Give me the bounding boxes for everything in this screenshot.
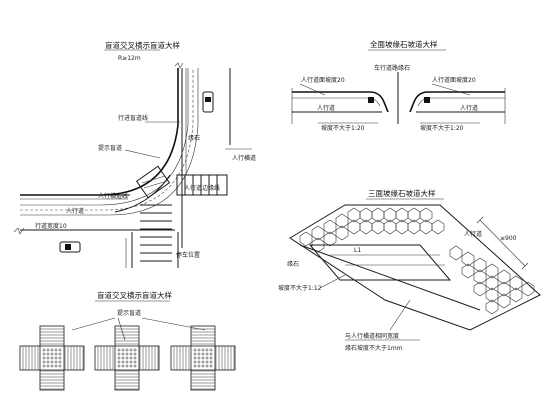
ramp-left-slope-label: 坡度不大于1:20 [321,124,365,132]
warning-mark-label: 提示盲道 [98,144,122,152]
car-icon [202,91,214,113]
cross-paving-unit [170,325,236,391]
hex-paving-right [449,245,535,315]
crosswalk-vertical [176,174,228,196]
ramp-left-walk-label: 人行道 [317,104,335,112]
crosswalk-horizontal [140,204,172,262]
ramp3d-title: 三面坡缘石坡道大样 [368,188,436,198]
crossing-label: 人行横道线 [98,192,128,200]
ramp-left-surface [292,91,389,113]
ramp3d-note1: 与人行横道相同宽度 [345,332,399,340]
hex-paving-left [299,207,445,253]
cross-detail-title: 盲道交叉横示盲道大样 [97,290,172,300]
curb-ramp-section: 全面坡缘石坡道大样 人行道面坡度20 人行道 坡度不大于1:20 车行道路缘石 … [291,39,506,132]
ramp3d-slope [308,244,452,281]
ramp-right-top-label: 人行道面坡度20 [432,76,476,84]
car-road-label: 人行道 [66,207,84,215]
curved-blind-path [114,174,171,213]
corner-curb-outer [20,68,179,196]
warning-tile [135,165,171,199]
car-icon [59,241,81,253]
ramp-right-walk-label: 人行道 [460,104,478,112]
parking-label: 停车位置 [176,251,200,259]
three-side-ramp: 三面坡缘石坡道大样 [278,188,541,352]
ramp3d-note2: 缘石坡度不大于1mm [345,344,403,352]
radius-label: R≥12m [118,55,141,62]
ramp-right-surface [409,91,505,113]
cross-paving-unit [19,325,85,391]
ramp3d-width-label: ≥900 [500,235,517,242]
sidewalk-width-label: 行道宽度10 [35,222,67,230]
ramp3d-l-label: L1 [354,247,361,254]
curb-edge-label: 缘石 [188,134,200,142]
ramp-left-top-label: 人行道面坡度20 [301,76,345,84]
blind-path-label: 提示盲道 [117,309,141,317]
cross-paving-unit [94,325,160,391]
ramp-center-label: 车行道路缘石 [374,64,410,72]
curb-line-label: 人行横道 [232,154,256,162]
curb-ramp-title: 全面坡缘石坡道大样 [370,39,438,49]
ramp3d-walk-label: 人行道 [464,230,482,238]
ramp3d-edge-label: 缘石 [287,260,299,268]
intersection-title: 盲道交叉横示盲道大样 [105,40,180,50]
curb-line [299,244,481,311]
intersection-plan: 盲道交叉横示盲道大样 R≥12m [13,40,256,268]
cross-detail: 盲道交叉横示盲道大样 提示盲道 [71,290,206,341]
sidewalk-edge-label: 人行道边缘线 [184,184,220,192]
ramp-right-slope-label: 坡度不大于1:20 [420,124,464,132]
guide-lines-label: 行进盲道线 [118,114,148,122]
ramp3d-slope-label: 坡度不大于1:12 [278,284,322,292]
ramp3d-outline [289,204,541,331]
